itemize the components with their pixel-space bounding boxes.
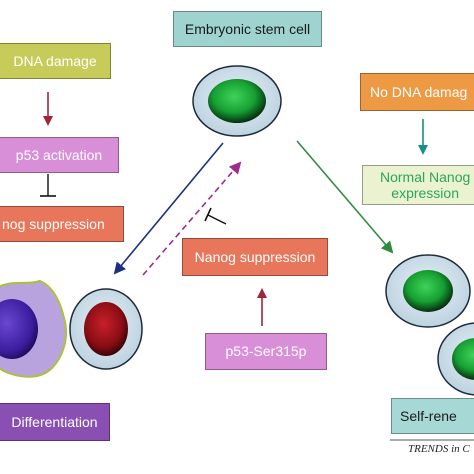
nanog-suppression-left-box: nog suppression (0, 206, 124, 242)
normal-nanog-text: Normal Nanog expression (380, 169, 470, 201)
journal-footer: TRENDS in C (408, 443, 470, 455)
self-renewal-box: Self-rene (391, 398, 474, 434)
nanog-suppression-center-label: Nanog suppression (194, 248, 316, 265)
dna-damage-box: DNA damage (0, 43, 111, 79)
self-renewal-cell-2-graphic (437, 322, 474, 396)
embryonic-stem-cell-box: Embryonic stem cell (173, 11, 322, 47)
nanog-suppression-left-label: nog suppression (2, 215, 105, 232)
self-renewal-cell-1-graphic (385, 254, 471, 328)
inhibit-nanog-suppression (204, 207, 227, 225)
no-dna-damage-box: No DNA damag (360, 73, 474, 111)
dna-damage-label: DNA damage (13, 52, 97, 69)
arrow-stem-to-differentiation (113, 142, 224, 275)
normal-nanog-label-line2: expression (391, 185, 459, 201)
differentiation-box: Differentiation (0, 403, 110, 441)
p53-activation-label: p53 activation (15, 146, 103, 163)
embryonic-stem-cell-graphic (192, 65, 282, 137)
normal-nanog-label-line1: Normal Nanog (380, 168, 471, 185)
differentiated-cell-graphic (0, 279, 68, 378)
no-dna-damage-label: No DNA damag (370, 83, 468, 100)
differentiating-cell-graphic (69, 288, 143, 370)
inhibit-p53-to-nanog (40, 174, 56, 197)
arrow-differentiation-to-stem-dashed (142, 161, 242, 276)
normal-nanog-box: Normal Nanog expression (362, 165, 474, 205)
differentiation-label: Differentiation (11, 413, 98, 430)
arrow-stem-to-self-renewal (296, 140, 394, 254)
p53-ser315p-label: p53-Ser315p (225, 343, 307, 360)
nanog-suppression-center-box: Nanog suppression (182, 238, 328, 276)
p53-ser315p-box: p53-Ser315p (205, 333, 327, 370)
self-renewal-label: Self-rene (400, 407, 457, 424)
p53-activation-box: p53 activation (0, 137, 119, 173)
embryonic-stem-cell-label: Embryonic stem cell (184, 20, 311, 37)
